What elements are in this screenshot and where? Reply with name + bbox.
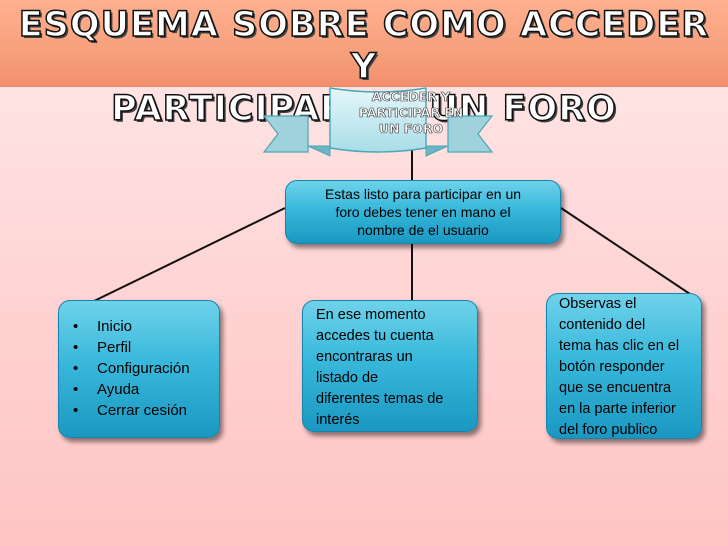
text-line: diferentes temas de	[316, 391, 444, 407]
text-line: tema has clic en el	[559, 338, 680, 354]
text-line: del foro publico	[559, 422, 658, 438]
text-line: accedes tu cuenta	[316, 328, 434, 344]
text-line: contenido del	[559, 317, 646, 333]
connector-to-right-box	[560, 207, 691, 295]
central-line-2: participar en	[358, 105, 464, 121]
text-line: encontraras un	[316, 349, 413, 365]
list-item: Configuración	[71, 358, 211, 379]
text-line: en la parte inferior	[559, 401, 676, 417]
text-line: que se encuentra	[559, 380, 672, 396]
menu-options-list: Inicio Perfil Configuración Ayuda Cerrar…	[71, 316, 211, 421]
intro-line-3: nombre de el usuario	[357, 222, 489, 238]
connector-to-left-box	[91, 207, 286, 303]
text-line: botón responder	[559, 359, 665, 375]
central-line-1: Acceder y	[371, 89, 451, 105]
access-account-box: En ese momento accedes tu cuenta encontr…	[302, 300, 478, 432]
menu-options-box: Inicio Perfil Configuración Ayuda Cerrar…	[58, 300, 220, 438]
title-band	[0, 0, 728, 87]
list-item: Perfil	[71, 337, 211, 358]
list-item: Cerrar cesión	[71, 400, 211, 421]
text-line: listado de	[316, 370, 379, 386]
list-item: Ayuda	[71, 379, 211, 400]
central-line-3: un foro	[378, 121, 444, 137]
text-line: interés	[316, 412, 360, 428]
intro-line-2: foro debes tener en mano el	[335, 204, 511, 220]
reply-instructions-box: Observas el contenido del tema has clic …	[546, 293, 702, 439]
text-line: Observas el	[559, 296, 637, 312]
central-scroll-banner	[262, 87, 494, 157]
list-item: Inicio	[71, 316, 211, 337]
text-line: En ese momento	[316, 307, 426, 323]
intro-line-1: Estas listo para participar en un	[324, 186, 522, 202]
title-line-1: Esquema sobre como acceder y	[18, 4, 710, 88]
intro-box: Estas listo para participar en un foro d…	[285, 180, 561, 244]
central-topic: Acceder y participar en un foro	[330, 89, 492, 137]
